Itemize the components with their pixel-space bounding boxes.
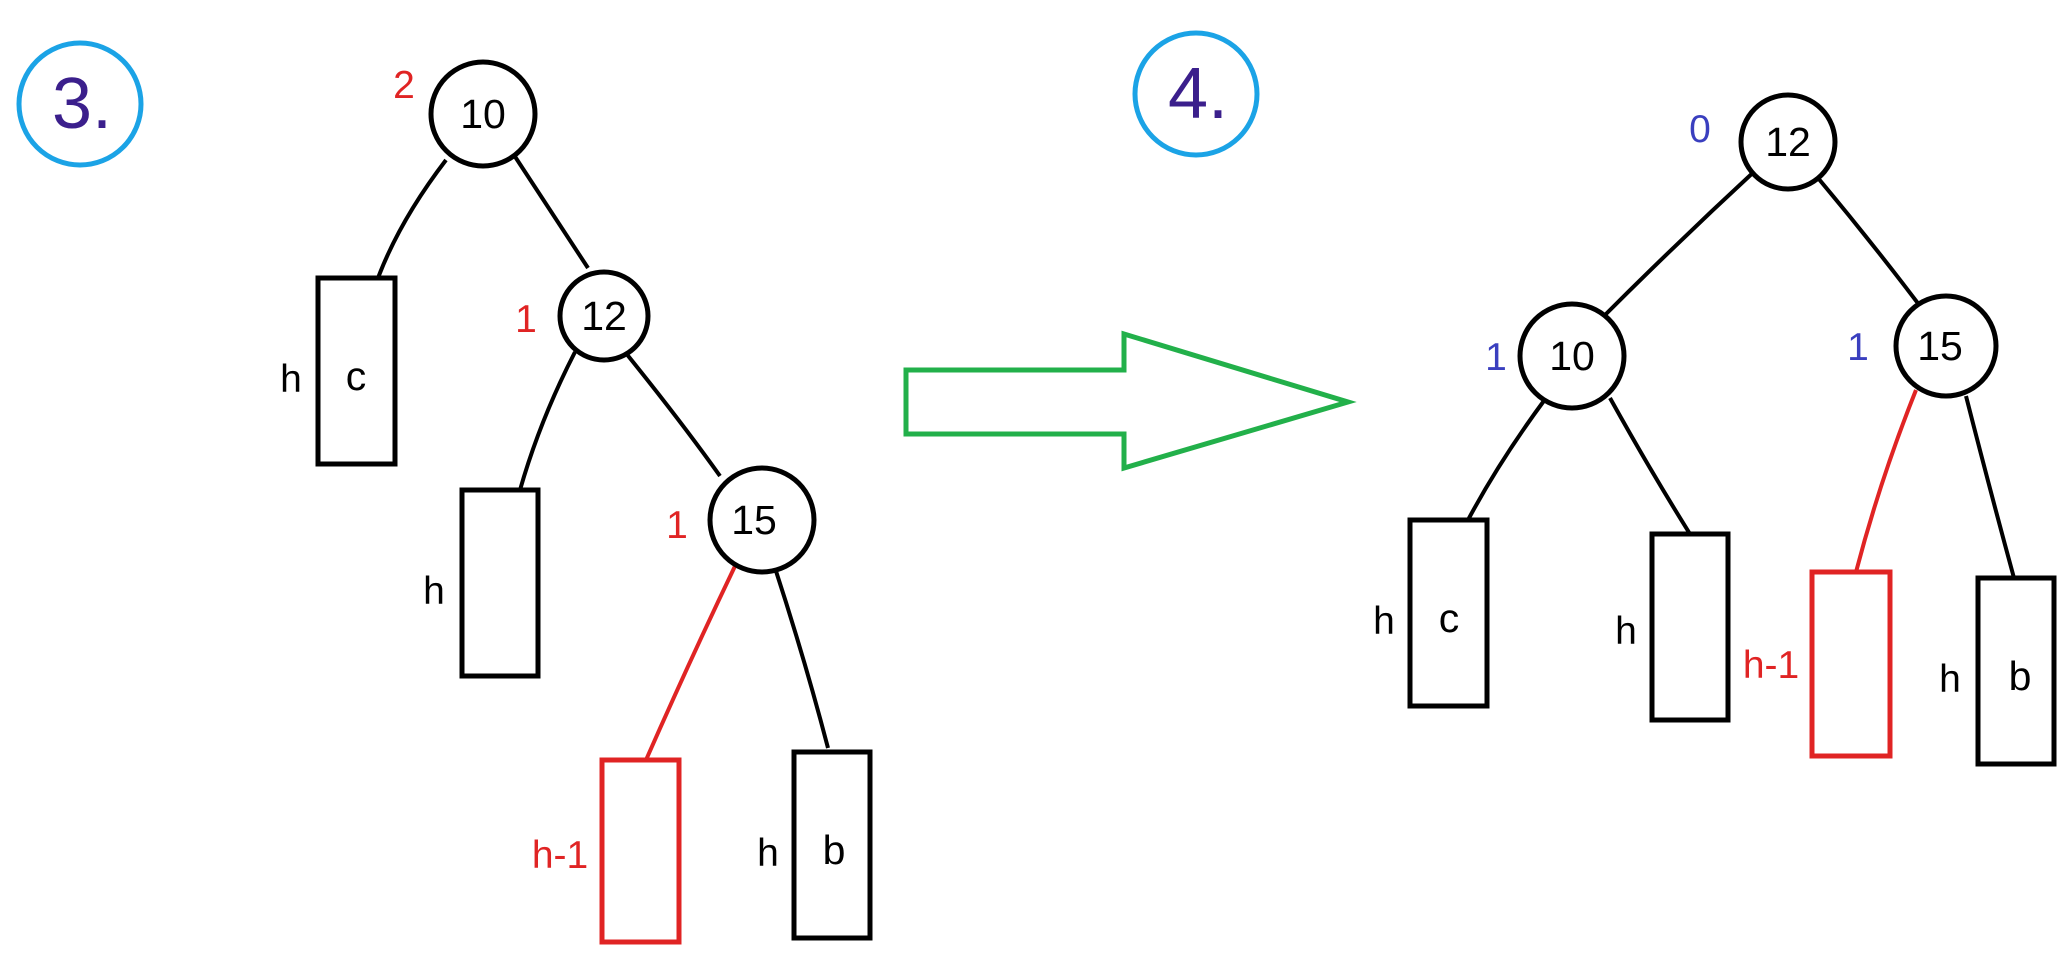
subtree-c-label: c [1439,595,1460,641]
right-tree: c h h h-1 b h 12 0 10 1 15 1 [1373,92,2057,767]
balance-factor: 1 [666,504,688,547]
edge-15-b [773,567,830,749]
edge-15-new [644,563,738,761]
subtree-b [1975,575,2057,767]
transform-arrow [903,330,1357,472]
step-label-left: 3. [52,64,112,144]
balance-factor: 1 [515,298,537,341]
balance-factor: 1 [1485,336,1507,379]
subtree-c [1407,517,1490,709]
subtree-c-label: c [346,353,367,399]
tree-node-10: 10 2 [393,59,538,169]
subtree-new [599,757,682,945]
subtree-mid [459,487,541,679]
tree-node-10: 10 1 [1485,301,1627,411]
subtree-c-height: h [280,358,302,401]
left-tree: c h h h-1 b h 10 2 12 1 15 1 [280,59,873,945]
balance-factor: 2 [393,64,415,107]
step-label-right: 4. [1168,54,1228,134]
subtree-b-label: b [2009,653,2032,699]
edge-10-12 [510,150,590,270]
balance-factor: 0 [1689,108,1711,151]
subtree-b-label: b [823,827,846,873]
subtree-new-height: h-1 [1743,644,1799,687]
left-tree-edges [376,150,830,761]
subtree-b-height: h [1939,658,1961,701]
node-label: 15 [1917,323,1963,369]
subtree-mid-height: h [1615,610,1637,653]
edge-12-15 [1816,176,1922,308]
subtree-c [315,275,398,467]
right-tree-edges [1466,166,2016,579]
subtree-c-height: h [1373,600,1395,643]
edge-15-new [1854,389,1918,573]
balance-factor: 1 [1847,326,1869,369]
edge-15-b [1964,395,2016,579]
edge-12-15 [623,350,722,478]
tree-node-15: 15 1 [1847,293,1999,399]
subtree-mid-height: h [423,570,445,613]
node-label: 10 [1549,333,1595,379]
step-marker-left: 3. [16,40,144,168]
tree-node-15: 15 1 [666,465,817,575]
subtree-b-height: h [757,832,779,875]
tree-node-12: 12 0 [1689,92,1838,192]
node-label: 10 [460,91,506,137]
edge-12-10 [1602,166,1760,318]
edge-10-mid [1608,397,1692,536]
step-circle-right [1132,30,1260,158]
node-label: 15 [731,497,777,543]
tree-node-12: 12 1 [515,269,651,363]
node-label: 12 [581,293,627,339]
subtree-new [1809,569,1893,759]
edge-10-c [1466,396,1548,521]
subtree-b [791,749,873,941]
edge-12-mid [518,351,577,491]
subtree-new-height: h-1 [532,834,588,877]
step-marker-right: 4. [1132,30,1260,158]
node-label: 12 [1765,119,1811,165]
edge-10-c [376,158,448,279]
step-circle-left [16,40,144,168]
subtree-mid [1649,531,1731,723]
